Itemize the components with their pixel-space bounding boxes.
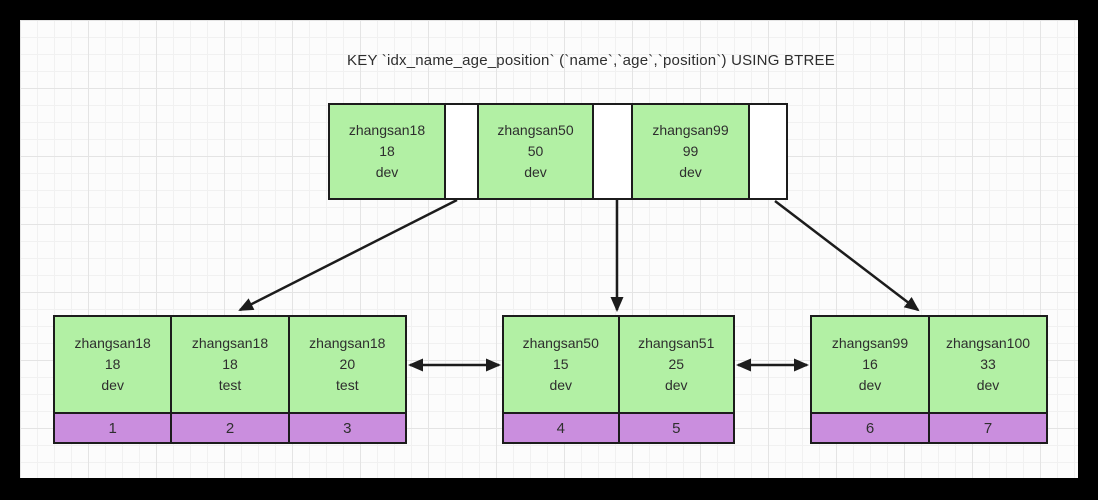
entry-position: dev [524,164,547,180]
entry-name: zhangsan18 [74,335,151,351]
entry-position: dev [679,164,702,180]
entry-position: dev [549,377,573,393]
leaf-key-cell: zhangsan51 25 dev [617,317,733,412]
row-id-cell: 2 [170,414,288,442]
arrow-root-to-right-leaf [774,200,920,312]
leaf-node-right: zhangsan99 16 dev zhangsan100 33 dev 6 7 [810,315,1048,444]
entry-age: 18 [379,143,395,159]
diagram-canvas: KEY `idx_name_age_position` (`name`,`age… [20,20,1078,478]
leaf-key-cell: zhangsan18 20 test [287,317,405,412]
entry-position: dev [664,377,688,393]
leaf-id-row: 1 2 3 [55,412,405,442]
root-key-cell: zhangsan99 99 dev [631,105,748,198]
entry-age: 99 [682,143,699,159]
row-id-cell: 4 [504,414,618,442]
root-key-cell: zhangsan18 18 dev [330,105,444,198]
leaf-key-cell: zhangsan99 16 dev [812,317,928,412]
entry-position: test [218,377,242,393]
entry-name: zhangsan18 [191,335,269,351]
entry-age: 20 [339,356,356,372]
entry-age: 16 [862,356,878,372]
pointer-cell [748,105,786,198]
leaf-id-row: 4 5 [504,412,733,442]
row-id-cell: 5 [617,414,733,442]
arrow-root-to-left-leaf [238,198,458,312]
entry-age: 33 [980,356,996,372]
diagram-title: KEY `idx_name_age_position` (`name`,`age… [347,52,835,69]
entry-age: 18 [104,356,121,372]
row-id-cell: 7 [928,414,1046,442]
entry-position: dev [375,164,399,180]
root-key-cell: zhangsan50 50 dev [477,105,592,198]
entry-name: zhangsan51 [638,335,715,351]
entry-position: dev [101,377,124,393]
row-id-cell: 3 [287,414,405,442]
leaf-key-cell: zhangsan18 18 test [170,317,288,412]
btree-root-node: zhangsan18 18 dev zhangsan50 50 dev zhan… [328,103,788,200]
entry-position: test [336,377,359,393]
entry-age: 15 [552,356,569,372]
leaf-key-row: zhangsan50 15 dev zhangsan51 25 dev [504,317,733,412]
entry-name: zhangsan50 [497,122,574,138]
entry-position: dev [858,377,882,393]
pointer-cell [592,105,631,198]
leaf-node-middle: zhangsan50 15 dev zhangsan51 25 dev 4 5 [502,315,735,444]
entry-name: zhangsan50 [522,335,599,351]
row-id-cell: 1 [55,414,171,442]
leaf-key-row: zhangsan99 16 dev zhangsan100 33 dev [812,317,1046,412]
entry-name: zhangsan18 [348,122,426,138]
entry-name: zhangsan18 [309,335,386,351]
entry-name: zhangsan99 [652,122,729,138]
leaf-key-cell: zhangsan50 15 dev [504,317,618,412]
entry-age: 50 [527,143,544,159]
leaf-node-left: zhangsan18 18 dev zhangsan18 18 test zha… [53,315,407,444]
entry-name: zhangsan100 [945,335,1031,351]
leaf-key-cell: zhangsan100 33 dev [928,317,1046,412]
leaf-key-row: zhangsan18 18 dev zhangsan18 18 test zha… [55,317,405,412]
entry-age: 18 [222,356,238,372]
row-id-cell: 6 [812,414,928,442]
leaf-key-cell: zhangsan18 18 dev [55,317,171,412]
pointer-cell [444,105,477,198]
entry-name: zhangsan99 [831,335,909,351]
leaf-id-row: 6 7 [812,412,1046,442]
entry-position: dev [976,377,1000,393]
entry-age: 25 [668,356,685,372]
